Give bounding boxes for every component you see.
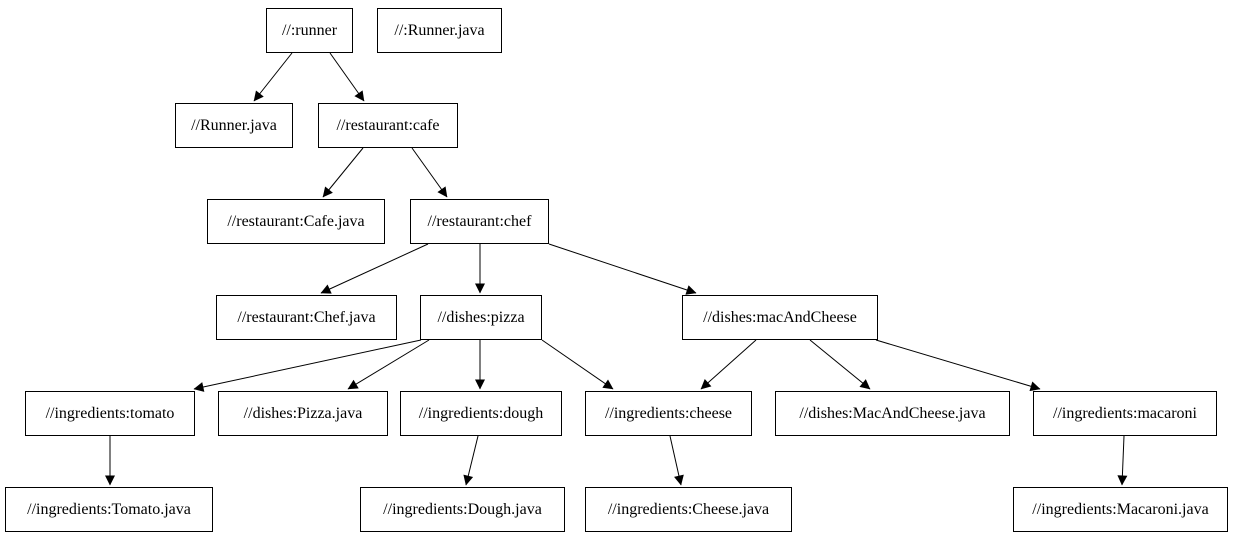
- node-label: //ingredients:Cheese.java: [607, 500, 770, 518]
- node-label: //ingredients:macaroni: [1053, 404, 1197, 422]
- graph-node-cafe: //restaurant:cafe: [318, 103, 458, 148]
- graph-node-pizza: //dishes:pizza: [420, 295, 542, 340]
- node-label: //ingredients:tomato: [45, 404, 175, 422]
- graph-node-dough: //ingredients:dough: [400, 391, 562, 436]
- node-label: //ingredients:cheese: [604, 404, 733, 422]
- graph-edge-cafe-to-chef: [411, 147, 448, 198]
- node-label: //Runner.java: [191, 116, 277, 134]
- graph-node-cafe-java: //restaurant:Cafe.java: [207, 199, 385, 244]
- graph-node-macaroni-java: //ingredients:Macaroni.java: [1013, 487, 1228, 532]
- node-label: //dishes:pizza: [437, 308, 525, 326]
- graph-edge-cafe-to-cafe-java: [322, 147, 364, 198]
- node-label: //restaurant:chef: [427, 212, 532, 230]
- graph-edge-mac-and-cheese-to-mac-and-cheese-java: [809, 339, 871, 390]
- graph-node-dough-java: //ingredients:Dough.java: [360, 487, 565, 532]
- graph-node-macaroni: //ingredients:macaroni: [1033, 391, 1217, 436]
- graph-edge-macaroni-to-macaroni-java: [1117, 435, 1128, 486]
- graph-edge-pizza-to-cheese: [541, 339, 614, 390]
- node-label: //ingredients:dough: [418, 404, 544, 422]
- node-label: //:Runner.java: [394, 21, 485, 39]
- node-label: //restaurant:Cafe.java: [227, 212, 365, 230]
- graph-node-mac-and-cheese: //dishes:macAndCheese: [682, 295, 878, 340]
- graph-node-tomato: //ingredients:tomato: [25, 391, 195, 436]
- graph-edge-pizza-to-pizza-java: [347, 339, 430, 390]
- graph-node-mac-and-cheese-java: //dishes:MacAndCheese.java: [775, 391, 1010, 436]
- graph-edge-runner-to-runner-java: [253, 52, 293, 102]
- graph-edge-pizza-to-tomato: [193, 339, 422, 392]
- node-label: //ingredients:Tomato.java: [27, 500, 191, 518]
- graph-node-runner-java: //Runner.java: [175, 103, 293, 148]
- graph-edge-runner-to-cafe: [329, 52, 365, 102]
- graph-edge-chef-to-mac-and-cheese: [548, 243, 697, 295]
- graph-node-chef: //restaurant:chef: [410, 199, 549, 244]
- graph-node-cheese-java: //ingredients:Cheese.java: [585, 487, 792, 532]
- node-label: //restaurant:Chef.java: [237, 308, 376, 326]
- node-label: //dishes:macAndCheese: [703, 308, 857, 326]
- graph-edge-chef-to-chef-java: [320, 243, 429, 294]
- graph-edge-cheese-to-cheese-java: [669, 435, 684, 486]
- node-label: //restaurant:cafe: [336, 116, 440, 134]
- node-label: //ingredients:Dough.java: [383, 500, 542, 518]
- graph-node-chef-java: //restaurant:Chef.java: [216, 295, 397, 340]
- graph-edge-dough-to-dough-java: [463, 435, 479, 486]
- graph-edge-mac-and-cheese-to-cheese: [700, 339, 757, 390]
- node-label: //dishes:MacAndCheese.java: [799, 404, 986, 422]
- graph-node-pizza-java: //dishes:Pizza.java: [218, 391, 388, 436]
- node-label: //:runner: [281, 21, 338, 39]
- graph-edge-mac-and-cheese-to-macaroni: [875, 339, 1041, 392]
- node-label: //ingredients:Macaroni.java: [1032, 500, 1209, 518]
- graph-node-tomato-java: //ingredients:Tomato.java: [5, 487, 213, 532]
- graph-node-runner: //:runner: [266, 8, 353, 53]
- node-label: //dishes:Pizza.java: [243, 404, 363, 422]
- graph-node-cheese: //ingredients:cheese: [585, 391, 752, 436]
- graph-node-runner-java-src: //:Runner.java: [377, 8, 502, 53]
